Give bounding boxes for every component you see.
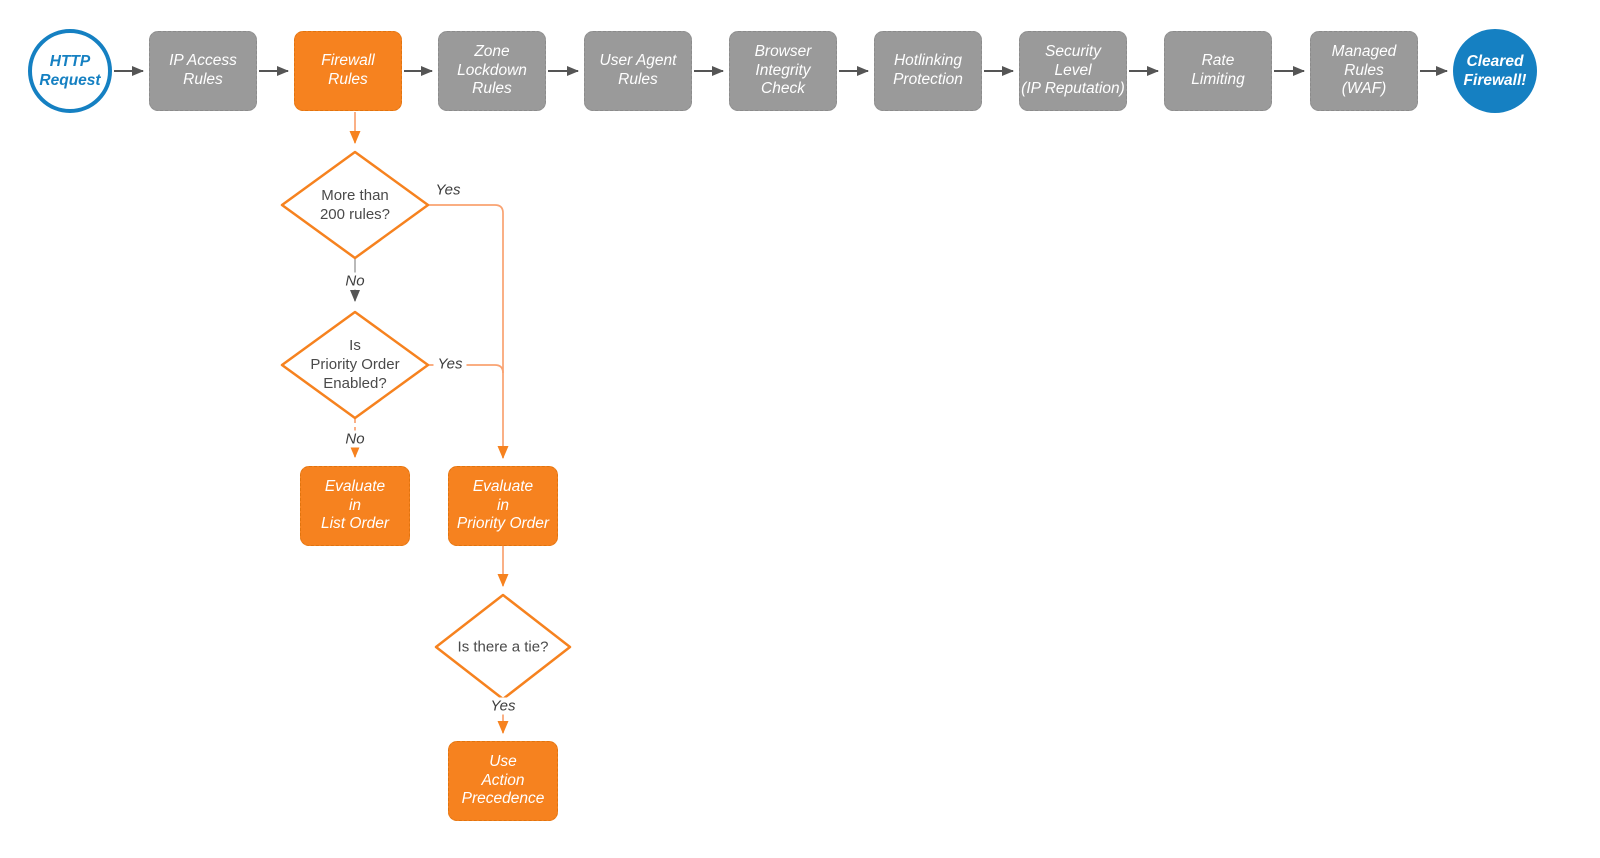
step-label: Rate Limiting xyxy=(1191,52,1245,88)
decision3-label: Is there a tie? xyxy=(457,638,549,656)
outcome-use-action-precedence: Use Action Precedence xyxy=(448,741,558,821)
step-label: Security Level (IP Reputation) xyxy=(1021,42,1125,98)
edge-decision1-yes-to-priority-order xyxy=(428,204,509,459)
step-label: Browser Integrity Check xyxy=(754,42,812,98)
edge-label-d3-yes: Yes xyxy=(486,697,520,715)
edge-decision2-yes-merge xyxy=(428,364,504,374)
step-managed-rules-waf: Managed Rules (WAF) xyxy=(1310,31,1418,111)
step-user-agent-rules: User Agent Rules xyxy=(584,31,692,111)
start-node-http-request: HTTP Request xyxy=(28,29,112,113)
step-hotlinking-protection: Hotlinking Protection xyxy=(874,31,982,111)
decision2-label: Is Priority Order Enabled? xyxy=(310,337,400,393)
step-label: Firewall Rules xyxy=(321,52,375,88)
start-node-label: HTTP Request xyxy=(39,52,101,89)
decision2-diamond xyxy=(280,310,430,420)
step-label: Zone Lockdown Rules xyxy=(457,42,527,98)
decision1-diamond xyxy=(280,150,430,260)
step-label: Hotlinking Protection xyxy=(893,52,963,88)
step-label: IP Access Rules xyxy=(169,52,237,88)
step-browser-integrity-check: Browser Integrity Check xyxy=(729,31,837,111)
edge-label-d2-yes: Yes xyxy=(433,355,467,373)
outcome-label: Evaluate in Priority Order xyxy=(456,477,550,533)
step-zone-lockdown-rules: Zone Lockdown Rules xyxy=(438,31,546,111)
decision1-label: More than 200 rules? xyxy=(319,186,391,223)
end-node-label: Cleared Firewall! xyxy=(1463,52,1527,89)
outcome-evaluate-priority-order: Evaluate in Priority Order xyxy=(448,466,558,546)
step-security-level: Security Level (IP Reputation) xyxy=(1019,31,1127,111)
step-rate-limiting: Rate Limiting xyxy=(1164,31,1272,111)
step-label: Managed Rules (WAF) xyxy=(1331,42,1397,98)
step-label: User Agent Rules xyxy=(599,52,677,88)
edge-label-d2-no: No xyxy=(341,430,369,448)
edge-label-d1-yes: Yes xyxy=(431,181,465,199)
edge-label-d1-no: No xyxy=(341,272,369,290)
end-node-cleared-firewall: Cleared Firewall! xyxy=(1453,29,1537,113)
outcome-evaluate-list-order: Evaluate in List Order xyxy=(300,466,410,546)
outcome-label: Evaluate in List Order xyxy=(320,477,390,533)
step-ip-access-rules: IP Access Rules xyxy=(149,31,257,111)
step-firewall-rules: Firewall Rules xyxy=(294,31,402,111)
outcome-label: Use Action Precedence xyxy=(461,752,545,808)
